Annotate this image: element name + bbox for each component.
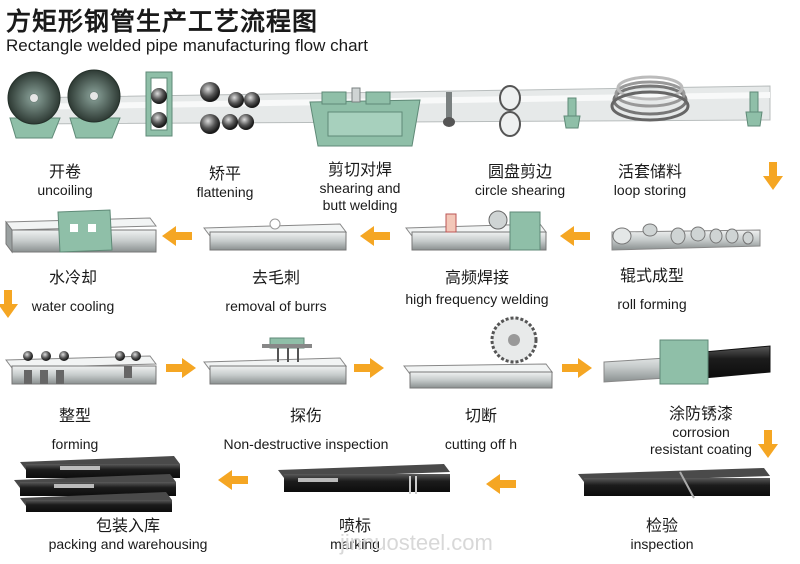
uncoiler-machine xyxy=(7,69,121,139)
step-en: packing and warehousing xyxy=(48,536,208,552)
step-en: roll forming xyxy=(617,296,687,312)
arrow-right-1 xyxy=(166,358,196,378)
arrow-down-2 xyxy=(0,290,18,318)
step-en: circle shearing xyxy=(474,182,566,198)
page-title-en: Rectangle welded pipe manufacturing flow… xyxy=(6,36,368,55)
step-en: Non-destructive inspection xyxy=(223,436,389,452)
step-en: loop storing xyxy=(613,182,687,198)
pipe-inspection xyxy=(578,468,770,499)
arrow-down-3 xyxy=(758,430,778,458)
step-en: removal of burrs xyxy=(225,298,327,314)
step-label-circle-shearing: 圆盘剪边 circle shearing xyxy=(458,158,582,199)
step-cn: 水冷却 xyxy=(48,268,97,287)
page-title-cn: 方矩形钢管生产工艺流程图 xyxy=(6,7,319,36)
pipe-water-cooling xyxy=(5,209,157,254)
arrow-down-1 xyxy=(763,162,783,190)
step-label-hf-welding: 高频焊接 high frequency welding xyxy=(392,264,562,308)
step-label-forming: 整型 forming xyxy=(30,402,120,453)
step-cn: 辊式成型 xyxy=(619,266,684,285)
step-label-roll-forming: 辊式成型 roll forming xyxy=(596,262,708,313)
step-label-flattening: 矫平 flattening xyxy=(170,160,280,201)
arrow-left-3 xyxy=(560,226,590,246)
arrow-right-2 xyxy=(354,358,384,378)
step-cn: 矫平 xyxy=(208,164,241,183)
step-label-burr-removal: 去毛刺 removal of burrs xyxy=(214,264,338,315)
step-cn: 去毛刺 xyxy=(251,268,300,287)
arrow-left-4 xyxy=(218,470,248,490)
arrow-left-1 xyxy=(162,226,192,246)
step-en: corrosion xyxy=(672,424,730,440)
step-cn: 包装入库 xyxy=(95,516,160,535)
step-en-2: resistant coating xyxy=(650,441,752,457)
roll-forming-machine xyxy=(611,223,761,251)
step-label-inspection: 检验 inspection xyxy=(610,512,714,553)
shear-welding-machine xyxy=(309,87,421,147)
step-cn: 剪切对焊 xyxy=(327,160,392,179)
step-cn: 涂防锈漆 xyxy=(668,404,733,423)
step-label-uncoiling: 开卷 uncoiling xyxy=(10,158,120,199)
step-cn: 圆盘剪边 xyxy=(487,162,552,181)
step-label-loop-storing: 活套储料 loop storing xyxy=(598,158,702,199)
arrow-left-5 xyxy=(486,474,516,494)
step-en: shearing and xyxy=(319,180,401,196)
pipe-marking xyxy=(278,464,450,494)
pipe-ndt xyxy=(203,337,347,385)
flattening-machine xyxy=(145,71,260,137)
step-label-shear-weld: 剪切对焊 shearing and butt welding xyxy=(300,156,420,214)
pipe-hf-welding xyxy=(405,210,547,251)
step-en: cutting off h xyxy=(444,436,518,452)
step-label-ndt: 探伤 Non-destructive inspection xyxy=(206,402,406,453)
step-cn: 高频焊接 xyxy=(444,268,509,287)
pipe-bundle-packing xyxy=(14,456,180,512)
step-cn: 探伤 xyxy=(289,406,322,425)
step-en: water cooling xyxy=(31,298,115,314)
watermark: jinnuosteel.com xyxy=(340,530,493,555)
step-label-cutting: 切断 cutting off h xyxy=(424,402,538,453)
step-cn: 整型 xyxy=(58,406,91,425)
pipe-forming xyxy=(5,351,157,385)
step-label-coating: 涂防锈漆 corrosion resistant coating xyxy=(636,400,766,458)
step-cn: 活套储料 xyxy=(617,162,682,181)
pipe-coating xyxy=(603,339,771,385)
step-en: uncoiling xyxy=(37,182,93,198)
arrow-left-2 xyxy=(360,226,390,246)
step-cn: 喷标 xyxy=(338,516,371,535)
step-en-2: butt welding xyxy=(322,197,398,213)
circle-shear-machine xyxy=(443,85,581,137)
step-label-water-cooling: 水冷却 water cooling xyxy=(20,264,126,315)
step-cn: 开卷 xyxy=(48,162,81,181)
step-en: flattening xyxy=(196,184,254,200)
step-en: inspection xyxy=(630,536,694,552)
step-label-packing: 包装入库 packing and warehousing xyxy=(28,512,228,553)
step-en: forming xyxy=(51,436,99,452)
loop-storage-machine xyxy=(610,75,763,127)
pipe-burr-removal xyxy=(203,218,347,251)
arrow-right-3 xyxy=(562,358,592,378)
pipe-cutting xyxy=(403,316,553,389)
step-cn: 切断 xyxy=(464,406,497,425)
step-en: high frequency welding xyxy=(405,291,549,307)
step-cn: 检验 xyxy=(645,516,678,535)
step-label-marking: 喷标 marking xyxy=(310,512,400,553)
step-en: marking xyxy=(330,536,380,552)
